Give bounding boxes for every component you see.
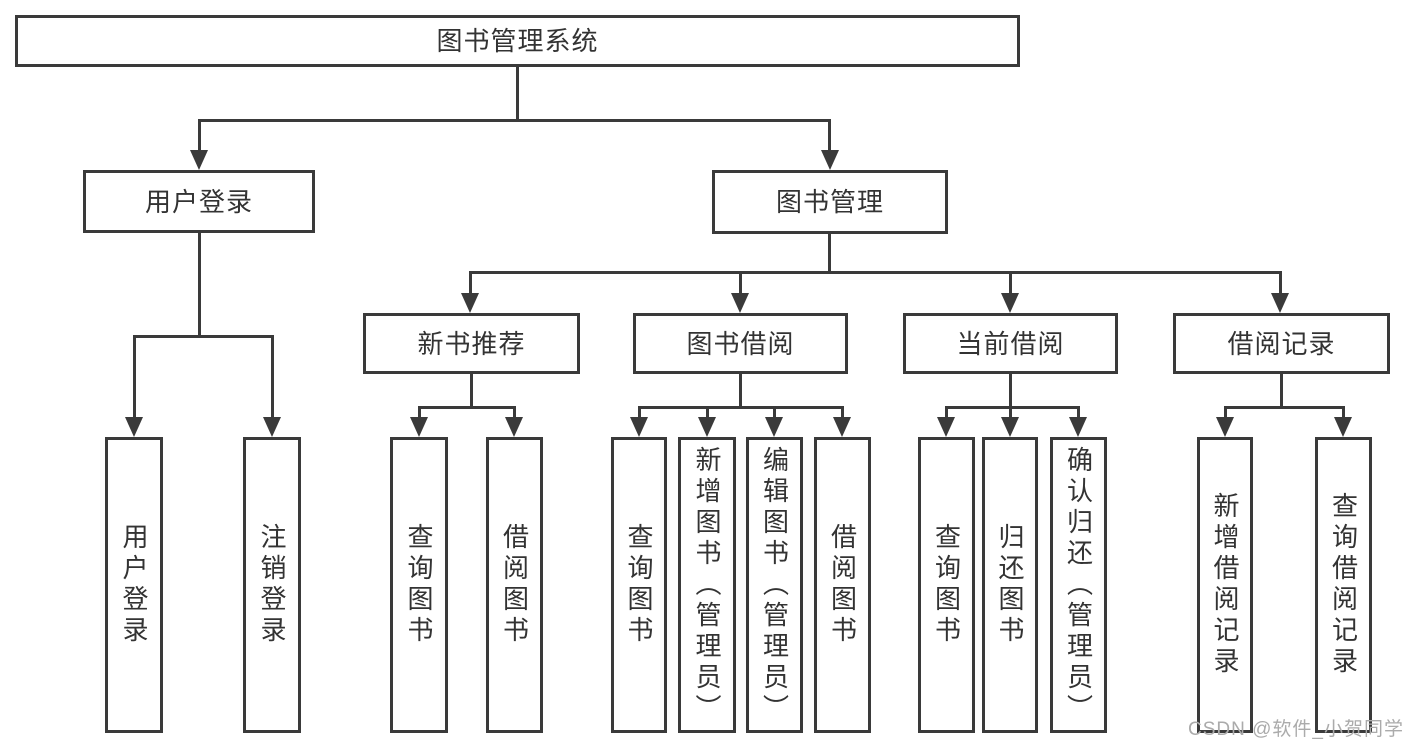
- connector-line: [706, 406, 709, 422]
- leaf-add-books-admin: 新增图书（管理员）: [678, 437, 736, 733]
- connector-line: [198, 119, 831, 122]
- connector-line: [469, 271, 1282, 274]
- connector-line: [198, 231, 201, 338]
- arrow-down-icon: [821, 150, 839, 170]
- leaf-confirm-return-admin: 确认归还（管理员）: [1050, 437, 1107, 733]
- connector-line: [1009, 371, 1012, 409]
- arrow-down-icon: [1001, 293, 1019, 313]
- node-user-login: 用户登录: [83, 170, 315, 233]
- arrow-down-icon: [630, 417, 648, 437]
- connector-line: [271, 335, 274, 421]
- connector-line: [133, 335, 136, 421]
- connector-line: [1342, 406, 1345, 422]
- connector-line: [513, 406, 516, 422]
- leaf-return-books: 归还图书: [982, 437, 1038, 733]
- arrow-down-icon: [190, 150, 208, 170]
- leaf-user-login: 用户登录: [105, 437, 163, 733]
- connector-line: [418, 406, 421, 422]
- leaf-borrow-books: 借阅图书: [814, 437, 871, 733]
- arrow-down-icon: [1216, 417, 1234, 437]
- node-current-borrowing: 当前借阅: [903, 313, 1118, 374]
- leaf-borrow-books: 借阅图书: [486, 437, 543, 733]
- connector-line: [828, 119, 831, 155]
- connector-line: [1077, 406, 1080, 422]
- node-book-management: 图书管理: [712, 170, 948, 234]
- leaf-edit-books-admin: 编辑图书（管理员）: [746, 437, 803, 733]
- leaf-query-borrowing-record: 查询借阅记录: [1315, 437, 1372, 733]
- arrow-down-icon: [731, 293, 749, 313]
- connector-line: [418, 406, 516, 409]
- node-borrowing-records: 借阅记录: [1173, 313, 1390, 374]
- arrow-down-icon: [505, 417, 523, 437]
- connector-line: [198, 119, 201, 155]
- arrow-down-icon: [263, 417, 281, 437]
- connector-line: [469, 271, 472, 295]
- connector-line: [638, 406, 641, 422]
- connector-line: [1224, 406, 1344, 409]
- arrow-down-icon: [1069, 417, 1087, 437]
- arrow-down-icon: [461, 293, 479, 313]
- arrow-down-icon: [833, 417, 851, 437]
- connector-line: [133, 335, 274, 338]
- leaf-add-borrowing-record: 新增借阅记录: [1197, 437, 1253, 733]
- connector-line: [1009, 271, 1012, 295]
- connector-line: [773, 406, 776, 422]
- watermark: CSDN @软件_小贺同学: [1188, 719, 1404, 740]
- arrow-down-icon: [1271, 293, 1289, 313]
- arrow-down-icon: [937, 417, 955, 437]
- node-book-borrowing: 图书借阅: [633, 313, 848, 374]
- connector-line: [945, 406, 1080, 409]
- node-new-book-recommendation: 新书推荐: [363, 313, 580, 374]
- leaf-query-books: 查询图书: [918, 437, 975, 733]
- connector-line: [638, 406, 844, 409]
- arrow-down-icon: [410, 417, 428, 437]
- leaf-query-books: 查询图书: [390, 437, 448, 733]
- leaf-logout-login: 注销登录: [243, 437, 301, 733]
- arrow-down-icon: [1334, 417, 1352, 437]
- arrow-down-icon: [125, 417, 143, 437]
- connector-line: [739, 271, 742, 295]
- connector-line: [470, 371, 473, 409]
- connector-line: [841, 406, 844, 422]
- connector-line: [1280, 371, 1283, 409]
- arrow-down-icon: [698, 417, 716, 437]
- connector-line: [516, 64, 519, 121]
- arrow-down-icon: [765, 417, 783, 437]
- connector-line: [1224, 406, 1227, 422]
- connector-line: [828, 232, 831, 273]
- arrow-down-icon: [1001, 417, 1019, 437]
- leaf-query-books: 查询图书: [611, 437, 667, 733]
- connector-line: [1279, 271, 1282, 295]
- node-library-system: 图书管理系统: [15, 15, 1020, 67]
- connector-line: [945, 406, 948, 422]
- connector-line: [1009, 406, 1012, 422]
- connector-line: [739, 371, 742, 409]
